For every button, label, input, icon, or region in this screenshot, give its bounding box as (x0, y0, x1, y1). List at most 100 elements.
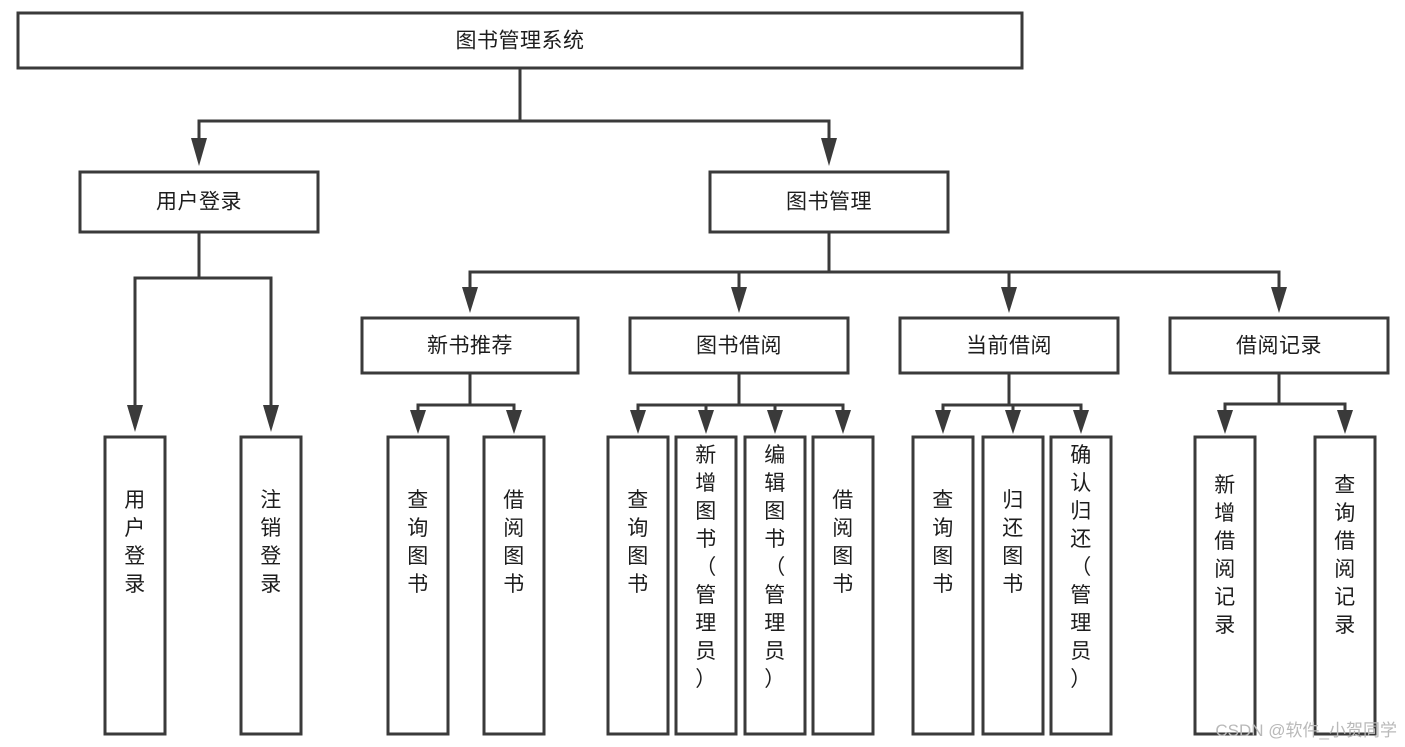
arrow-head-current-confirm (1073, 410, 1089, 434)
node-borrow-add-book-label: 新增图书（管理员） (695, 444, 717, 691)
node-borrow-borrow-book-label: 借阅图书 (832, 489, 854, 596)
connector-recommend-to-borrow (470, 403, 516, 410)
node-root-label: 图书管理系统 (456, 30, 585, 53)
node-layer: 图书管理系统 用户登录 图书管理 新书推荐 图书借阅 (16, 11, 1390, 736)
node-book-management-label: 图书管理 (786, 191, 872, 214)
connector-current-to-confirm (1009, 403, 1083, 410)
node-current-borrow[interactable]: 当前借阅 (898, 316, 1120, 375)
node-book-borrow-label: 图书借阅 (696, 335, 782, 358)
connector-layer (127, 68, 1353, 434)
node-new-book-recommend[interactable]: 新书推荐 (360, 316, 580, 375)
node-borrow-add-book[interactable]: 新增图书（管理员） (674, 435, 738, 736)
csdn-watermark: CSDN @软件_小贺同学 (1215, 721, 1397, 740)
node-borrow-edit-book-label: 编辑图书（管理员） (764, 444, 786, 691)
node-borrow-borrow-book[interactable]: 借阅图书 (811, 435, 875, 736)
connector-records-to-query (1279, 402, 1347, 410)
node-borrow-edit-book-box[interactable] (743, 435, 807, 736)
node-current-return-book[interactable]: 归还图书 (981, 435, 1045, 736)
node-borrow-query-book-label: 查询图书 (627, 489, 649, 596)
node-current-query-book-box[interactable] (911, 435, 975, 736)
node-book-management-box[interactable] (708, 170, 950, 234)
connector-borrow-to-query (636, 373, 741, 410)
node-new-book-recommend-label: 新书推荐 (427, 335, 513, 358)
node-borrow-records[interactable]: 借阅记录 (1168, 316, 1390, 375)
arrow-head-current-query (935, 410, 951, 434)
node-borrow-add-book-box[interactable] (674, 435, 738, 736)
arrow-head-borrow-query (630, 410, 646, 434)
node-recommend-query-book-label: 查询图书 (407, 489, 429, 596)
node-user-login[interactable]: 用户登录 (78, 170, 320, 234)
arrow-head-recommend (462, 287, 478, 313)
node-book-borrow-box[interactable] (628, 316, 850, 375)
node-user-login-do-box[interactable] (103, 435, 167, 736)
node-borrow-borrow-book-box[interactable] (811, 435, 875, 736)
node-user-login-do[interactable]: 用户登录 (103, 435, 167, 736)
node-borrow-query-book-box[interactable] (606, 435, 670, 736)
node-user-logout-label: 注销登录 (260, 489, 282, 596)
connector-bookmgmt-to-current (829, 270, 1011, 287)
node-current-query-book-label: 查询图书 (932, 489, 954, 596)
node-current-return-book-label: 归还图书 (1002, 489, 1024, 596)
node-record-query-box[interactable] (1313, 435, 1377, 736)
connector-userlogin-to-logout (199, 276, 273, 405)
arrow-head-borrow-records (1271, 287, 1287, 313)
node-current-return-book-box[interactable] (981, 435, 1045, 736)
node-recommend-borrow-book[interactable]: 借阅图书 (482, 435, 546, 736)
node-book-borrow[interactable]: 图书借阅 (628, 316, 850, 375)
node-new-book-recommend-box[interactable] (360, 316, 580, 375)
node-record-query-label: 查询借阅记录 (1334, 474, 1356, 637)
node-borrow-edit-book[interactable]: 编辑图书（管理员） (743, 435, 807, 736)
node-borrow-records-label: 借阅记录 (1236, 335, 1322, 358)
node-user-login-box[interactable] (78, 170, 320, 234)
connector-records-to-add (1223, 373, 1281, 410)
arrow-head-borrow-edit (767, 410, 783, 434)
node-user-logout-box[interactable] (239, 435, 303, 736)
node-record-add-label: 新增借阅记录 (1214, 474, 1236, 637)
arrow-head-record-add (1217, 410, 1233, 434)
node-current-confirm-return-box[interactable] (1049, 435, 1113, 736)
node-user-login-do-label: 用户登录 (124, 489, 146, 596)
node-recommend-borrow-book-label: 借阅图书 (503, 489, 525, 596)
arrow-head-recommend-borrow (506, 410, 522, 434)
arrow-head-record-query (1337, 410, 1353, 434)
node-current-confirm-return[interactable]: 确认归还（管理员） (1049, 435, 1113, 736)
arrow-head-recommend-query (410, 410, 426, 434)
connector-root-to-book-management (520, 119, 831, 138)
arrow-head-borrow-add (698, 410, 714, 434)
node-user-logout[interactable]: 注销登录 (239, 435, 303, 736)
node-current-query-book[interactable]: 查询图书 (911, 435, 975, 736)
node-recommend-query-book[interactable]: 查询图书 (386, 435, 450, 736)
connector-borrow-to-add (704, 403, 739, 410)
connector-userlogin-to-login (133, 232, 201, 405)
arrow-head-logout-leaf (263, 405, 279, 432)
node-borrow-query-book[interactable]: 查询图书 (606, 435, 670, 736)
arrow-head-login-leaf (127, 405, 143, 432)
connector-bookmgmt-to-recommend (468, 232, 831, 287)
node-record-add[interactable]: 新增借阅记录 (1193, 435, 1257, 736)
node-current-borrow-label: 当前借阅 (966, 335, 1052, 358)
node-user-login-label: 用户登录 (156, 191, 242, 214)
node-root[interactable]: 图书管理系统 (16, 11, 1024, 70)
arrow-head-current-return (1005, 410, 1021, 434)
node-recommend-borrow-book-box[interactable] (482, 435, 546, 736)
node-record-query[interactable]: 查询借阅记录 (1313, 435, 1377, 736)
arrow-head-book-borrow (731, 287, 747, 313)
connector-borrow-to-borrowbook (739, 403, 845, 410)
connector-bookmgmt-to-borrow (737, 270, 829, 287)
connector-root-to-user-login (197, 68, 522, 138)
arrow-head-current-borrow (1001, 287, 1017, 313)
arrow-head-book-management (821, 138, 837, 166)
arrow-head-user-login (191, 138, 207, 166)
connector-bookmgmt-to-records (829, 270, 1281, 287)
arrow-head-borrow-borrowbook (835, 410, 851, 434)
node-root-box[interactable] (16, 11, 1024, 70)
node-record-add-box[interactable] (1193, 435, 1257, 736)
node-book-management[interactable]: 图书管理 (708, 170, 950, 234)
node-recommend-query-book-box[interactable] (386, 435, 450, 736)
node-current-borrow-box[interactable] (898, 316, 1120, 375)
connector-recommend-to-query (416, 373, 472, 410)
node-borrow-records-box[interactable] (1168, 316, 1390, 375)
connector-current-to-query (941, 373, 1011, 410)
